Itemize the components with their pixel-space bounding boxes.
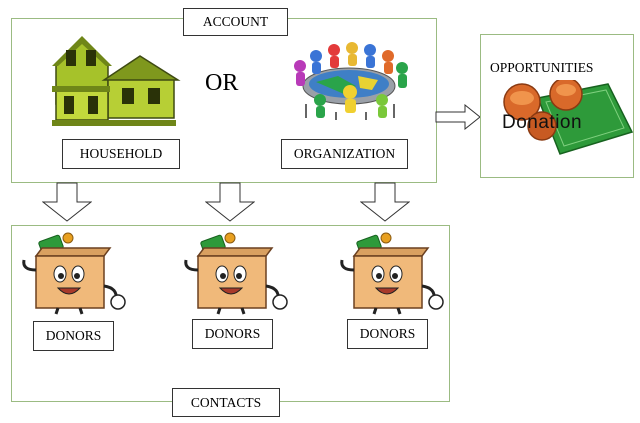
donor-box-mascot-icon [180,230,290,316]
donor-box-mascot-icon [18,230,128,316]
contacts-title: CONTACTS [172,388,280,417]
down-arrow-icon [360,182,410,222]
down-arrow-icon [42,182,92,222]
organization-label: ORGANIZATION [281,139,408,169]
organization-meeting-illustration [286,42,412,122]
donation-text: Donation [502,112,583,133]
donors-label: DONORS [192,319,273,349]
account-title: ACCOUNT [183,8,288,36]
down-arrow-icon [205,182,255,222]
donors-label: DONORS [33,321,114,351]
household-label: HOUSEHOLD [62,139,180,169]
donors-label: DONORS [347,319,428,349]
opportunities-title: OPPORTUNITIES [490,60,594,75]
donor-box-mascot-icon [336,230,446,316]
or-label: OR [205,70,239,96]
donation-illustration [498,80,634,158]
right-arrow-icon [435,104,481,130]
house-illustration [52,34,182,130]
